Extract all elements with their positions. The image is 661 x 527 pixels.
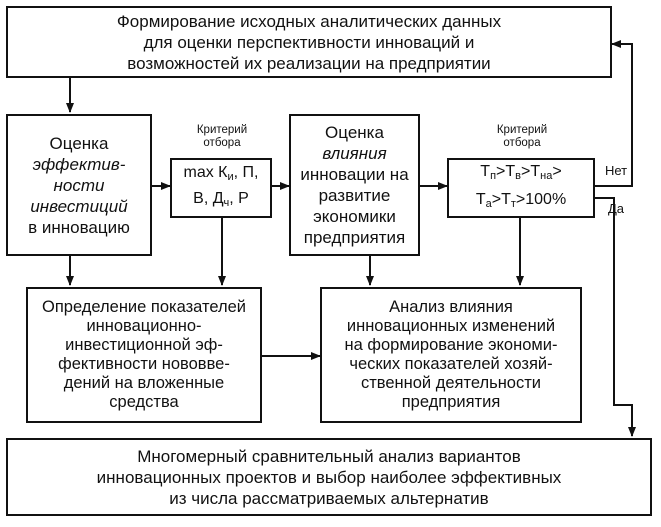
influence-evaluation-line-5: экономики <box>313 207 396 226</box>
analysis-line-1: Анализ влияния <box>389 298 513 316</box>
comparative-analysis-line-1: Многомерный сравнительный анализ вариант… <box>137 446 521 466</box>
influence-evaluation-line-4: развитие <box>318 186 391 205</box>
indicators-line-6: средства <box>109 393 179 411</box>
criterion2-label: Критерий отбора <box>470 124 574 150</box>
influence-evaluation-line-6: предприятия <box>303 228 406 247</box>
indicators-line-1: Определение показателей <box>42 298 246 316</box>
influence-evaluation-line-3: инновации на <box>300 165 409 184</box>
arrow-no-loop <box>595 40 633 187</box>
initial-data-line-3: возможностей их реализации на предприяти… <box>127 53 491 73</box>
investment-evaluation-line-4: инвестиций <box>30 196 128 216</box>
analysis-line-3: на формирование экономи- <box>344 336 558 354</box>
indicators-line-3: инвестиционной эф- <box>65 336 223 354</box>
initial-data-line-1: Формирование исходных аналитических данн… <box>116 11 502 31</box>
criterion1-label-line-1: Критерий <box>196 124 248 136</box>
indicators-line-4: фективности нововве- <box>58 355 230 373</box>
analysis-box: Анализ влияния инновационных изменений н… <box>320 287 582 423</box>
criterion2-row-2: Та>Тт>100% <box>475 191 567 210</box>
indicators-box: Определение показателей инновационно- ин… <box>26 287 262 423</box>
investment-evaluation-box: Оценка эффектив- ности инвестиций в инно… <box>6 114 152 256</box>
criterion1-box: max Ки, П, В, Дч, Р <box>170 158 272 218</box>
criterion2-box: Тп>Тв>Тна> Та>Тт>100% <box>447 158 595 218</box>
influence-evaluation-line-1: Оценка <box>325 123 384 142</box>
influence-evaluation-line-2: влияния <box>322 144 387 163</box>
criterion2-row-1: Тп>Тв>Тна> <box>480 163 562 182</box>
no-branch-label: Нет <box>605 163 628 178</box>
criterion1-label: Критерий отбора <box>174 124 270 150</box>
comparative-analysis-box: Многомерный сравнительный анализ вариант… <box>6 438 652 516</box>
comparative-analysis-line-2: инновационных проектов и выбор наиболее … <box>96 467 562 487</box>
initial-data-line-2: для оценки перспективности инноваций и <box>143 32 475 52</box>
analysis-line-5: ственной деятельности <box>360 374 542 392</box>
analysis-line-6: предприятия <box>401 393 501 411</box>
yes-branch-label: Да <box>608 201 625 216</box>
criterion1-row-2: В, Дч, Р <box>193 190 249 209</box>
investment-evaluation-line-2: эффектив- <box>32 154 126 174</box>
criterion1-label-line-2: отбора <box>203 137 241 149</box>
investment-evaluation-line-3: ности <box>53 175 105 195</box>
investment-evaluation-line-5: в инновацию <box>28 217 130 237</box>
arrow-yes-down <box>595 197 636 437</box>
investment-evaluation-line-1: Оценка <box>49 133 109 153</box>
criterion2-label-line-1: Критерий <box>496 124 548 136</box>
influence-evaluation-box: Оценка влияния инновации на развитие эко… <box>289 114 420 256</box>
analysis-line-4: ческих показателей хозяй- <box>349 355 553 373</box>
indicators-line-2: инновационно- <box>86 317 202 335</box>
criterion1-row-1: max Ки, П, <box>183 164 259 183</box>
criterion2-label-line-2: отбора <box>503 137 541 149</box>
analysis-line-2: инновационных изменений <box>346 317 556 335</box>
comparative-analysis-line-3: из числа рассматриваемых альтернатив <box>169 488 489 508</box>
indicators-line-5: дений на вложенные <box>63 374 225 392</box>
initial-data-box: Формирование исходных аналитических данн… <box>6 6 612 78</box>
